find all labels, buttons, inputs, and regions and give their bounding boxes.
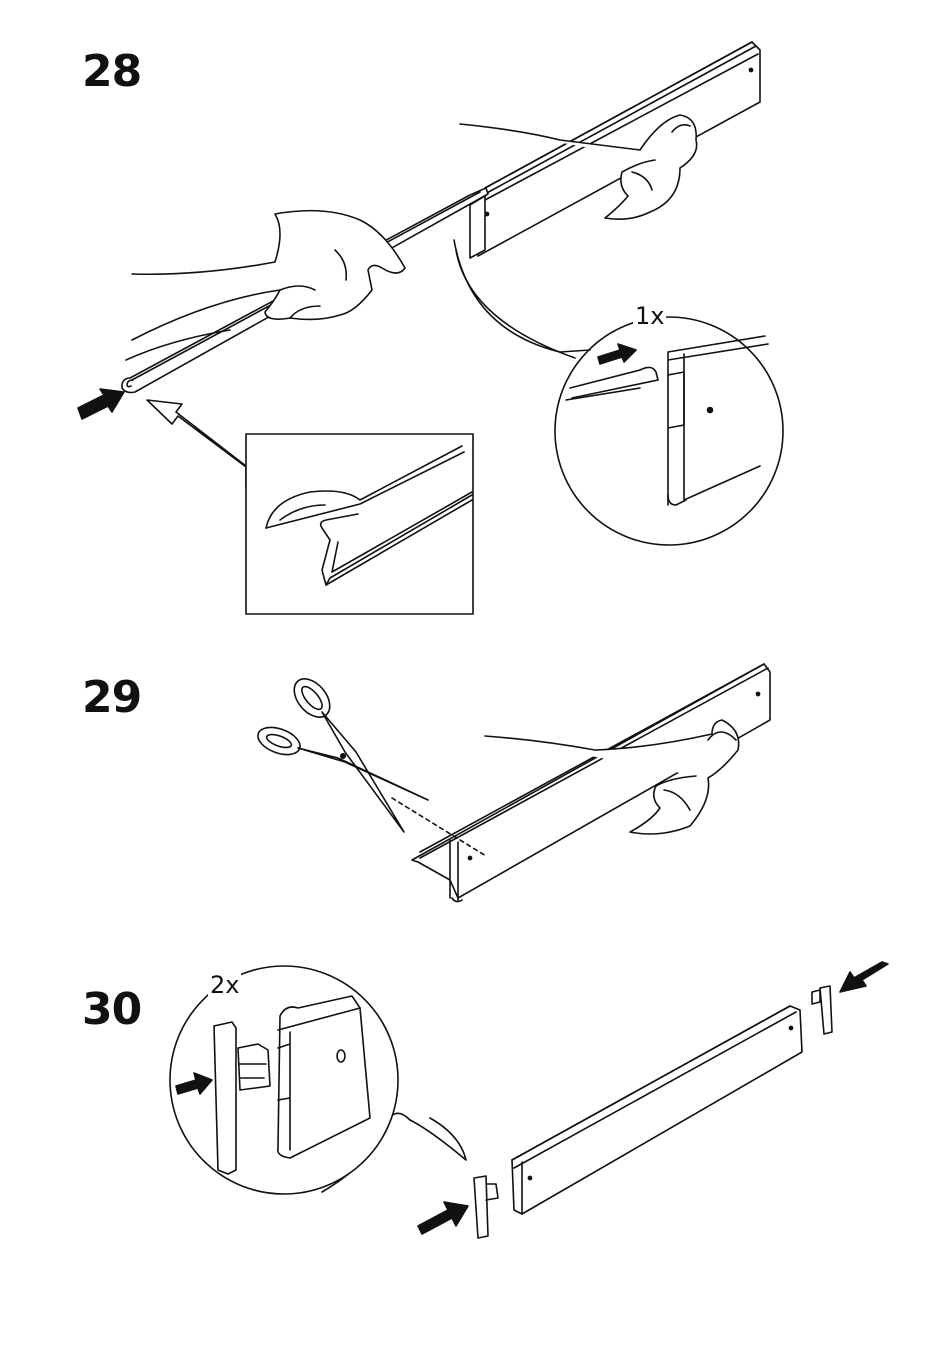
callout-arrow: [147, 400, 246, 489]
quantity-label: 1x: [633, 302, 666, 330]
scissors-icon: [254, 672, 428, 832]
step-number: 30: [82, 984, 141, 1035]
arrow-icon: [418, 1202, 468, 1234]
end-cap: [812, 986, 832, 1034]
step-30-illustration: [170, 962, 888, 1238]
magnify-callout-icon: [454, 240, 783, 545]
profile-detail-box: [246, 434, 473, 614]
hand-icon: [126, 211, 405, 360]
step-28-illustration: [78, 42, 783, 614]
rail-profile: [412, 664, 770, 902]
step-number: 29: [82, 672, 141, 723]
step-29-illustration: [254, 664, 770, 902]
arrow-icon: [840, 962, 888, 992]
arrow-icon: [78, 389, 124, 419]
step-number: 28: [82, 46, 141, 97]
rail-profile: [512, 1006, 802, 1214]
magnify-callout-icon: [170, 966, 466, 1194]
quantity-label: 2x: [208, 971, 241, 999]
end-cap: [474, 1176, 498, 1238]
